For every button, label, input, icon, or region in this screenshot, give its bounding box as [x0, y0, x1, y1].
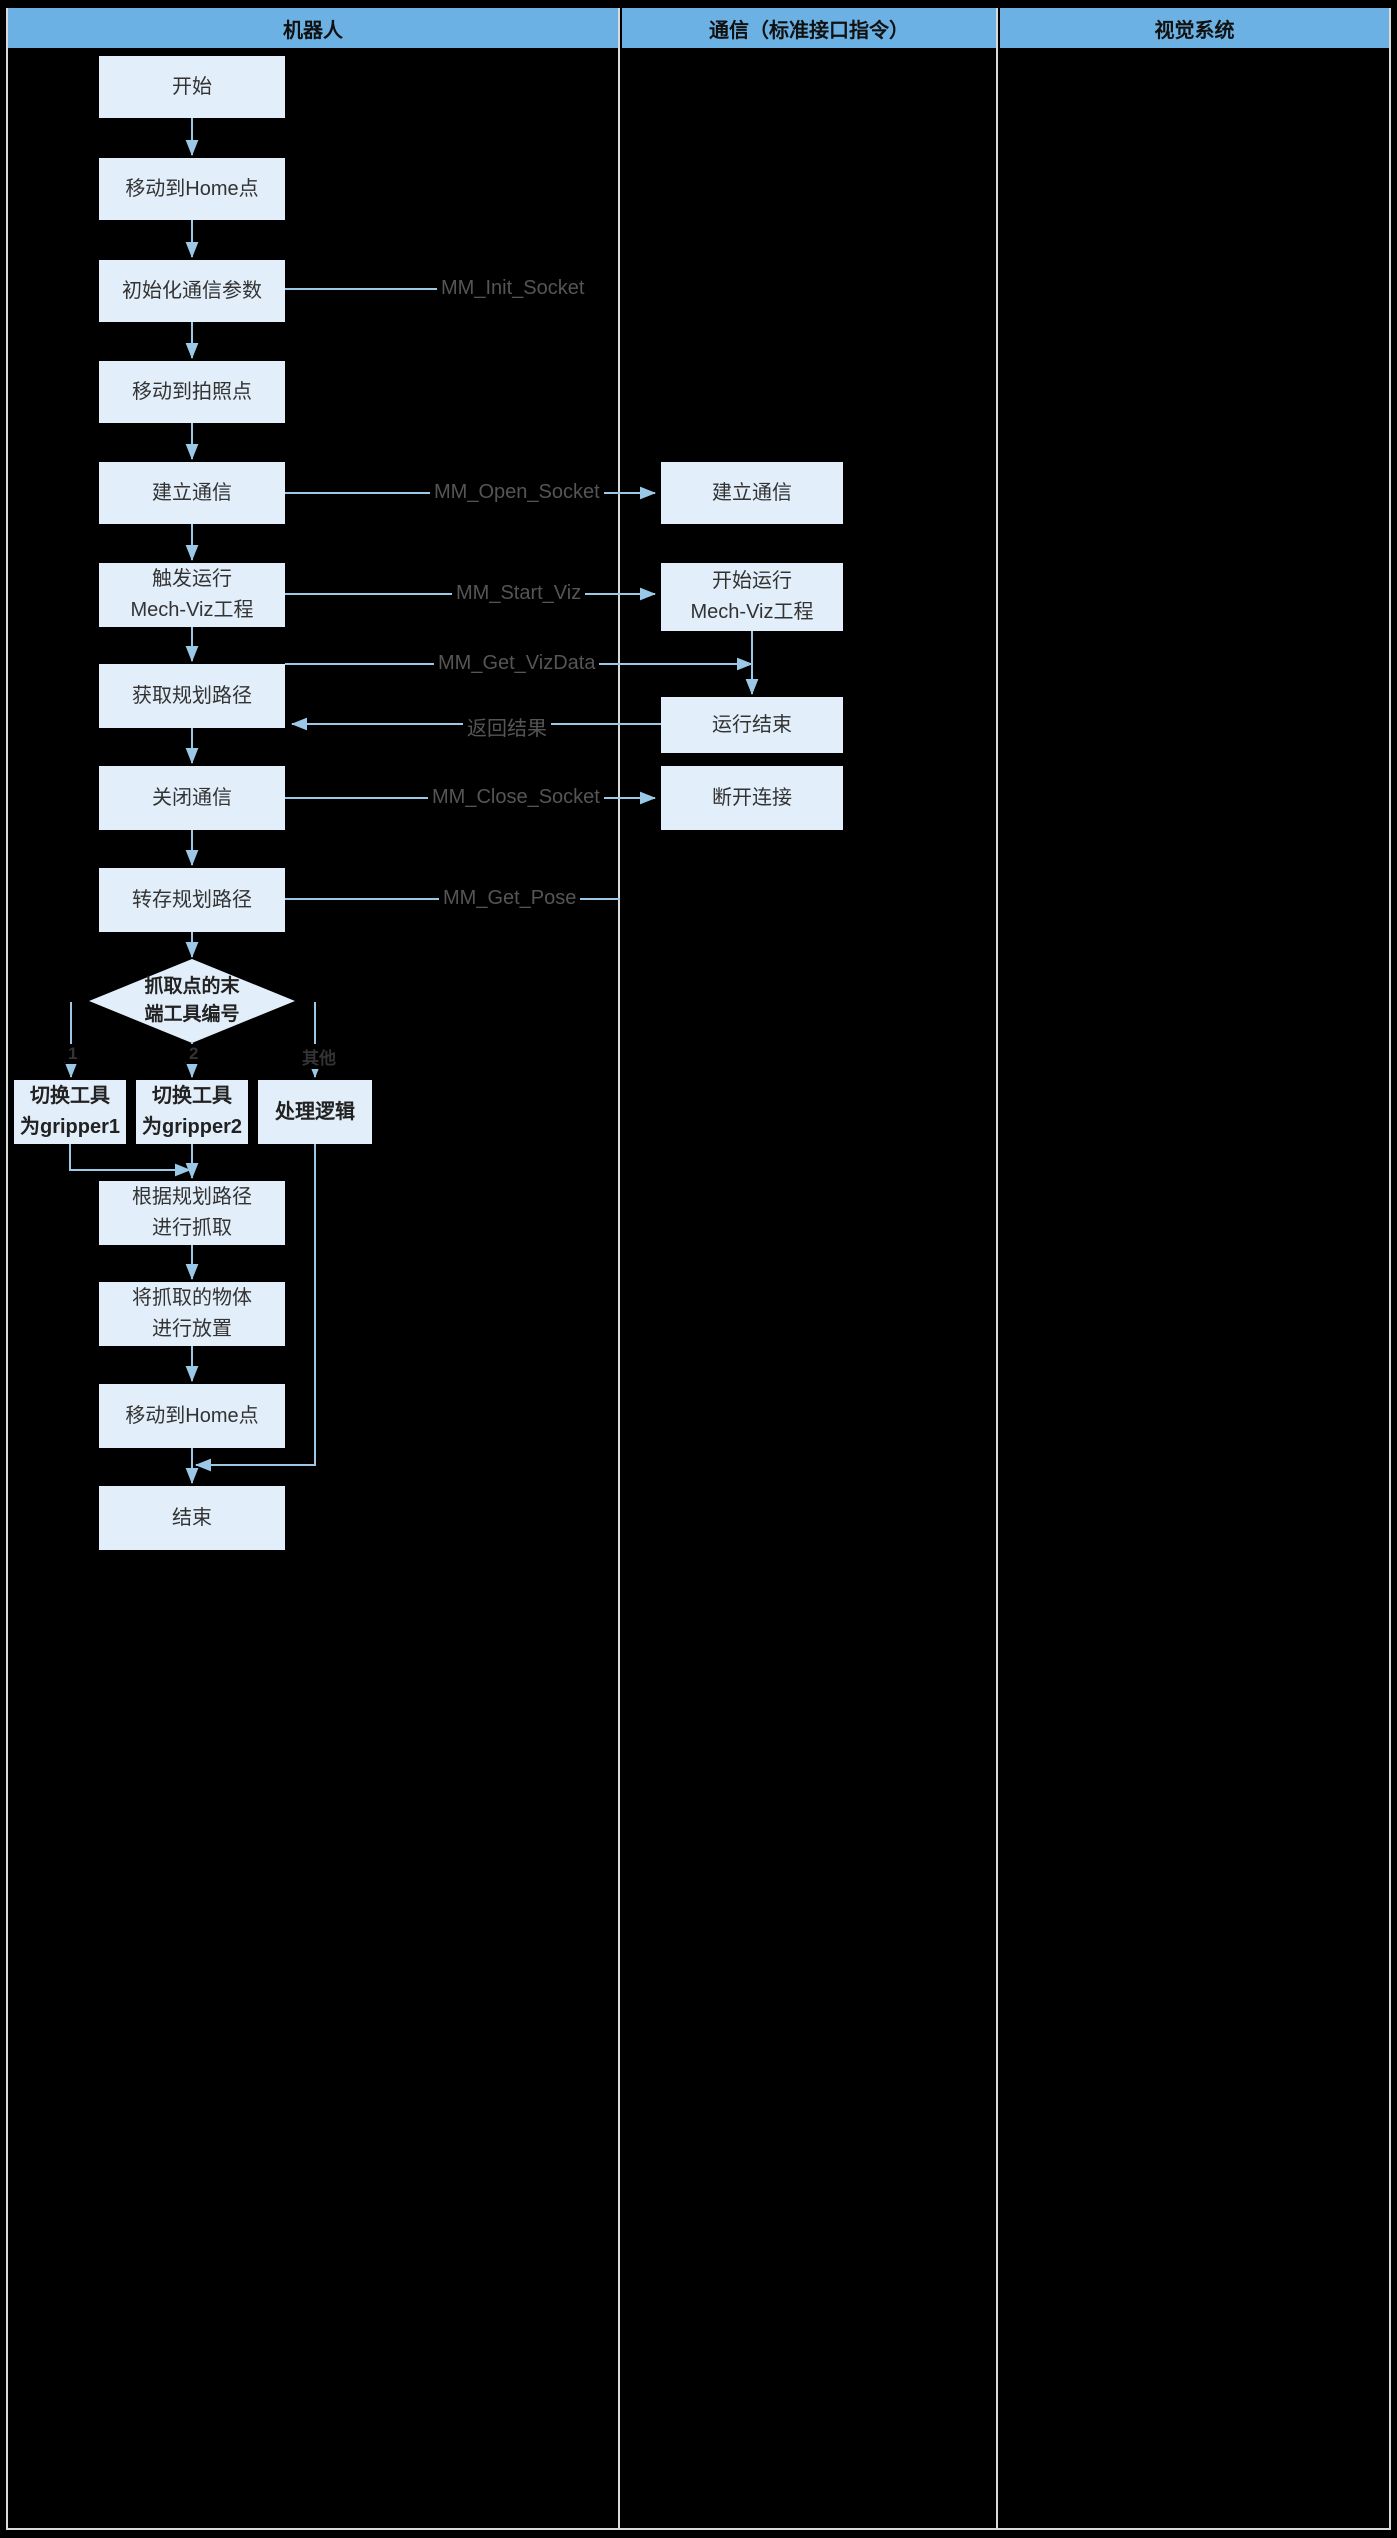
node-label: 将抓取的物体 进行放置 [132, 1287, 252, 1340]
node-start[interactable]: 开始 [99, 56, 285, 118]
branch-label-other: 其他 [299, 1044, 339, 1069]
edge-label-return-result: 返回结果 [463, 712, 551, 741]
node-vision-start-mechviz[interactable]: 开始运行 Mech-Viz工程 [661, 563, 843, 631]
lane-title-communication: 通信（标准接口指令） [709, 19, 909, 42]
node-label: 初始化通信参数 [122, 279, 262, 302]
node-pick-by-path[interactable]: 根据规划路径 进行抓取 [99, 1181, 285, 1245]
node-label: 结束 [172, 1506, 212, 1529]
branch-label-1: 1 [65, 1044, 81, 1064]
decision-tool-number[interactable]: 抓取点的末 端工具编号 [89, 959, 295, 1043]
node-label: 切换工具 为gripper2 [141, 1085, 243, 1138]
edge-text: MM_Start_Viz [456, 582, 582, 604]
lane-border-bottom [6, 2528, 1391, 2530]
lane-divider-2 [996, 8, 998, 2530]
lane-border-right [1389, 8, 1391, 2530]
edge-label-mm-start-viz: MM_Start_Viz [452, 582, 586, 605]
node-vision-disconnect[interactable]: 断开连接 [661, 766, 843, 830]
node-other-logic[interactable]: 处理逻辑 [258, 1080, 372, 1144]
node-place-object[interactable]: 将抓取的物体 进行放置 [99, 1282, 285, 1346]
lane-title-robot: 机器人 [283, 19, 343, 42]
edge-label-mm-close-socket: MM_Close_Socket [428, 786, 604, 809]
edge-text: MM_Close_Socket [432, 786, 600, 808]
node-label: 关闭通信 [152, 786, 232, 809]
diamond-shape [89, 959, 295, 1043]
edge-label-mm-init-socket: MM_Init_Socket [437, 277, 589, 300]
node-label: 建立通信 [712, 481, 792, 504]
node-switch-gripper2[interactable]: 切换工具 为gripper2 [136, 1080, 248, 1144]
edge-label-mm-open-socket: MM_Open_Socket [430, 481, 604, 504]
edge-text: MM_Get_Pose [443, 887, 577, 909]
node-label: 转存规划路径 [132, 888, 252, 911]
edge-text: MM_Open_Socket [434, 481, 600, 503]
lane-title-vision: 视觉系统 [1154, 19, 1235, 42]
node-label: 触发运行 Mech-Viz工程 [130, 568, 254, 621]
edge-text: MM_Init_Socket [441, 277, 585, 299]
edge-label-mm-get-vizdata: MM_Get_VizData [434, 652, 600, 675]
node-end[interactable]: 结束 [99, 1486, 285, 1550]
node-label: 移动到Home点 [125, 177, 259, 200]
node-label: 开始 [172, 75, 212, 98]
node-label: 切换工具 为gripper1 [19, 1085, 121, 1138]
node-trigger-mechviz[interactable]: 触发运行 Mech-Viz工程 [99, 563, 285, 627]
edge-text: MM_Get_VizData [438, 652, 596, 674]
node-move-capture-point[interactable]: 移动到拍照点 [99, 361, 285, 423]
node-label: 移动到Home点 [125, 1404, 259, 1427]
node-label: 建立通信 [152, 481, 232, 504]
node-label: 根据规划路径 进行抓取 [132, 1186, 252, 1239]
branch-text: 其他 [302, 1049, 336, 1068]
node-move-home-2[interactable]: 移动到Home点 [99, 1384, 285, 1448]
node-save-planned-path[interactable]: 转存规划路径 [99, 868, 285, 932]
lane-border-left [6, 8, 8, 2530]
lane-divider-1 [618, 8, 620, 2530]
node-move-home-1[interactable]: 移动到Home点 [99, 158, 285, 220]
edge-label-mm-get-pose: MM_Get_Pose [439, 887, 581, 910]
node-vision-open-communication[interactable]: 建立通信 [661, 462, 843, 524]
branch-text: 1 [68, 1044, 78, 1063]
node-label: 处理逻辑 [275, 1100, 355, 1123]
branch-label-2: 2 [186, 1044, 202, 1064]
node-label: 开始运行 Mech-Viz工程 [690, 570, 814, 623]
branch-text: 2 [189, 1044, 199, 1063]
lane-header-vision: 视觉系统 [1000, 8, 1389, 48]
node-label: 运行结束 [712, 713, 792, 736]
node-switch-gripper1[interactable]: 切换工具 为gripper1 [14, 1080, 126, 1144]
lane-header-robot: 机器人 [8, 8, 618, 48]
edge-text: 返回结果 [467, 718, 547, 740]
node-init-comm-params[interactable]: 初始化通信参数 [99, 260, 285, 322]
node-label: 获取规划路径 [132, 684, 252, 707]
lane-header-communication: 通信（标准接口指令） [622, 8, 996, 48]
node-label: 断开连接 [712, 786, 792, 809]
node-get-planned-path[interactable]: 获取规划路径 [99, 664, 285, 728]
node-close-communication[interactable]: 关闭通信 [99, 766, 285, 830]
node-vision-run-finished[interactable]: 运行结束 [661, 697, 843, 753]
node-label: 移动到拍照点 [132, 380, 252, 403]
node-open-communication[interactable]: 建立通信 [99, 462, 285, 524]
